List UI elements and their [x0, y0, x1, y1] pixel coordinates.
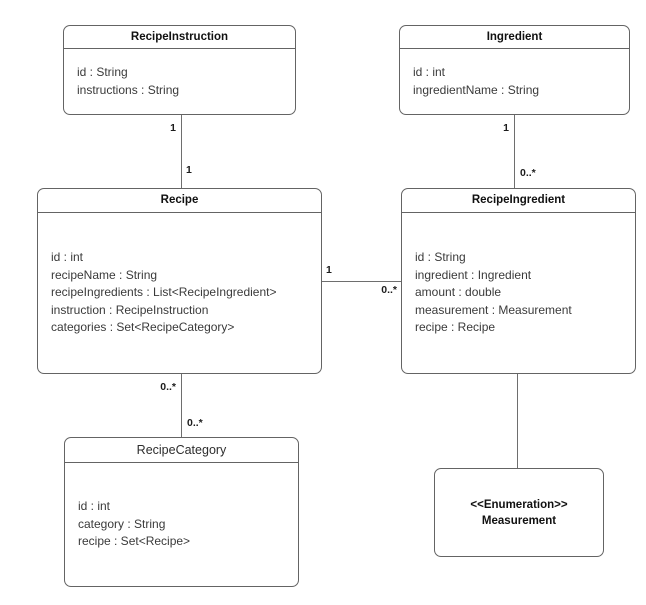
class-attribute: recipe : Set<Recipe> — [78, 534, 191, 549]
class-attributes: id : int category : String recipe : Set<… — [65, 463, 298, 586]
connector-recipe-recipeingredient — [321, 281, 402, 283]
multiplicity-recipecategory-end: 0..* — [187, 417, 203, 429]
multiplicity-recipe-top-end: 1 — [186, 164, 192, 176]
class-box-recipe: Recipe id : int recipeName : String reci… — [37, 188, 322, 374]
class-attribute: recipe : Recipe — [415, 320, 496, 335]
class-attributes: id : int recipeName : String recipeIngre… — [38, 213, 321, 373]
connector-recipe-recipecategory — [181, 373, 183, 438]
class-attributes: id : String instructions : String — [64, 49, 295, 114]
class-attribute: recipeIngredients : List<RecipeIngredien… — [51, 285, 277, 300]
class-attribute: id : int — [51, 250, 84, 265]
class-attributes: id : String ingredient : Ingredient amou… — [402, 213, 635, 373]
class-attribute: ingredient : Ingredient — [415, 267, 532, 282]
class-title: Ingredient — [400, 26, 629, 49]
multiplicity-recipeingredient-top-end: 0..* — [520, 167, 536, 179]
enum-stereotype: <<Enumeration>> — [470, 498, 568, 511]
class-attribute: categories : Set<RecipeCategory> — [51, 320, 235, 335]
class-title: Recipe — [38, 189, 321, 213]
multiplicity-recipeinstruction-end: 1 — [170, 122, 176, 134]
class-attribute: id : String — [77, 65, 128, 79]
class-attribute: amount : double — [415, 285, 502, 300]
class-attributes: id : int ingredientName : String — [400, 49, 629, 114]
enum-box-measurement: <<Enumeration>> Measurement — [434, 468, 604, 557]
class-attribute: ingredientName : String — [413, 82, 540, 97]
class-attribute: id : String — [415, 250, 466, 265]
class-title: RecipeInstruction — [64, 26, 295, 49]
multiplicity-recipeingredient-left-end: 0..* — [381, 284, 397, 296]
class-attribute: category : String — [78, 516, 166, 531]
connector-recipeinstruction-recipe — [181, 114, 183, 189]
multiplicity-ingredient-end: 1 — [503, 122, 509, 134]
class-title: RecipeIngredient — [402, 189, 635, 213]
class-box-recipecategory: RecipeCategory id : int category : Strin… — [64, 437, 299, 587]
connector-recipeingredient-measurement — [517, 373, 519, 469]
class-box-ingredient: Ingredient id : int ingredientName : Str… — [399, 25, 630, 115]
multiplicity-recipe-bottom-end: 0..* — [160, 381, 176, 393]
class-attribute: id : int — [413, 65, 446, 79]
enum-title: Measurement — [481, 514, 557, 527]
class-title: RecipeCategory — [65, 438, 298, 463]
connector-ingredient-recipeingredient — [514, 114, 516, 189]
class-attribute: instruction : RecipeInstruction — [51, 302, 209, 317]
class-attribute: recipeName : String — [51, 267, 158, 282]
class-attribute: instructions : String — [77, 82, 180, 97]
class-box-recipeinstruction: RecipeInstruction id : String instructio… — [63, 25, 296, 115]
class-attribute: id : int — [78, 499, 111, 514]
class-box-recipeingredient: RecipeIngredient id : String ingredient … — [401, 188, 636, 374]
multiplicity-recipe-right-end: 1 — [326, 264, 332, 276]
class-attribute: measurement : Measurement — [415, 302, 572, 317]
